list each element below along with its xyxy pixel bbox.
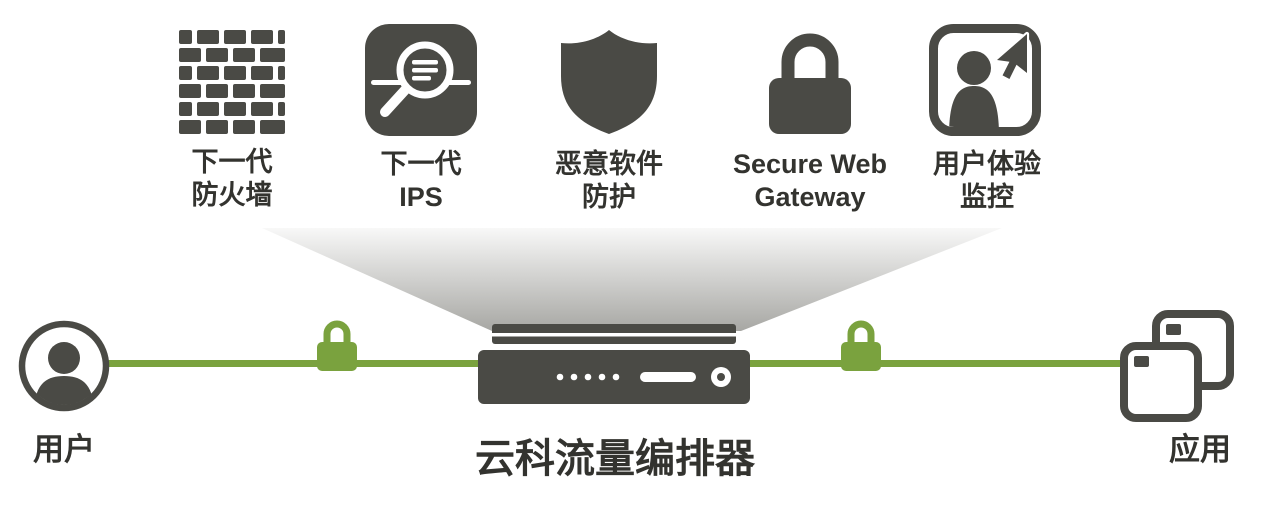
encryption-lock-left-icon — [317, 320, 357, 371]
shield-icon — [561, 30, 657, 134]
appliance-label: 云科流量编排器 — [475, 437, 755, 481]
padlock-icon — [769, 33, 851, 134]
apps-label: 应用 — [1169, 432, 1231, 467]
encryption-lock-right-icon — [841, 320, 881, 371]
traffic-orchestrator-appliance — [478, 324, 750, 404]
user-experience-icon — [929, 24, 1041, 136]
service-malware-protection: 恶意软件 防护 — [514, 24, 704, 214]
brick-wall-firewall-icon — [179, 30, 285, 134]
appliance-led-dots — [556, 373, 620, 381]
cursor-arrow-icon — [994, 31, 1030, 82]
service-next-gen-firewall: 下一代 防火墙 — [137, 24, 327, 212]
service-label: Secure Web Gateway — [732, 149, 888, 212]
service-next-gen-ips: 下一代 IPS — [326, 24, 516, 214]
service-label: 用户体验 监控 — [933, 149, 1041, 212]
service-label: 恶意软件 防护 — [555, 149, 663, 212]
service-secure-web-gateway: Secure Web Gateway — [715, 24, 905, 214]
applications-icon — [1120, 310, 1234, 422]
service-label: 下一代 防火墙 — [191, 147, 273, 210]
service-label: 下一代 IPS — [380, 149, 462, 212]
user-icon — [18, 320, 110, 412]
user-label: 用户 — [33, 432, 95, 467]
magnifier-ips-icon — [365, 24, 477, 136]
appliance-slot — [640, 372, 696, 382]
service-user-experience-monitoring: 用户体验 监控 — [892, 24, 1082, 214]
